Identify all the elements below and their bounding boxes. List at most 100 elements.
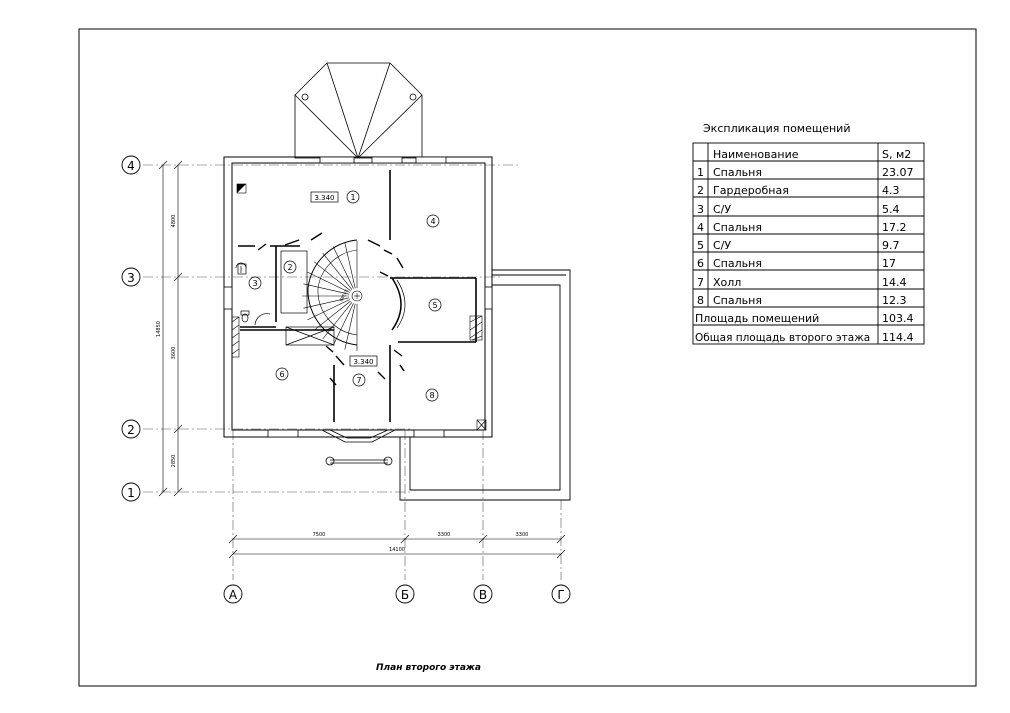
interior-wall-ticks xyxy=(257,232,405,386)
axis-marker-g xyxy=(551,584,571,604)
room-row-num: 7 xyxy=(697,276,704,289)
dim-vertical-2: 3600 xyxy=(171,347,177,360)
room-row-area: 9.7 xyxy=(882,239,900,252)
dim-horizontal-total: 14100 xyxy=(389,547,405,553)
stair-tread xyxy=(322,302,353,340)
room-row-num: 4 xyxy=(697,221,704,234)
windows xyxy=(223,156,493,438)
floor-drain-fill xyxy=(237,184,246,193)
horizontal-dimensions xyxy=(228,534,566,559)
axis-col-markers: А Б В Г xyxy=(223,584,571,604)
stair-tread xyxy=(313,261,351,292)
room-row-name: Спальня xyxy=(713,221,762,234)
room-row-name: Спальня xyxy=(713,294,762,307)
room-table-header-name: Наименование xyxy=(713,148,799,161)
room-marker-7: 7 xyxy=(356,376,361,385)
spiral-staircase xyxy=(302,239,363,351)
room-row-num: 6 xyxy=(697,257,704,270)
axis-marker-a xyxy=(223,584,243,604)
room-total-value: 103.4 xyxy=(882,312,914,325)
shaft xyxy=(285,326,335,346)
room-row-num: 1 xyxy=(697,166,704,179)
stair-tread xyxy=(303,297,350,309)
dim-vertical-3: 2850 xyxy=(171,455,177,468)
room-markers: 1 2 3 4 5 6 7 8 xyxy=(248,190,442,402)
corner-vent xyxy=(476,419,487,431)
axis-marker-b xyxy=(395,584,415,604)
axis-label-3: 3 xyxy=(127,271,135,285)
room-row-area: 23.07 xyxy=(882,166,914,179)
room-row-num: 8 xyxy=(697,294,704,307)
room-row-name: Спальня xyxy=(713,257,762,270)
room-row-name: С/У xyxy=(713,203,731,216)
room-table-rows: 1 Спальня 23.07 2 Гардеробная 4.3 3 С/У … xyxy=(695,166,914,344)
room-row-num: 2 xyxy=(697,184,704,197)
stair-tread xyxy=(332,303,354,346)
room-total-label: Площадь помещений xyxy=(695,312,819,325)
axis-label-1: 1 xyxy=(127,486,135,500)
room-marker-3: 3 xyxy=(252,279,257,288)
bathroom-fixtures xyxy=(235,262,271,326)
sheet-frame xyxy=(78,28,977,687)
room-marker-8: 8 xyxy=(429,391,434,400)
floor-total-label: Общая площадь второго этажа xyxy=(695,332,870,344)
dim-horizontal-3: 3300 xyxy=(516,532,529,538)
room-row-num: 5 xyxy=(697,239,704,252)
room-marker-5: 5 xyxy=(432,301,437,310)
room-row-num: 3 xyxy=(697,203,704,216)
stair-tread xyxy=(332,246,354,289)
curved-partition xyxy=(391,277,402,331)
room-row-name: Гардеробная xyxy=(713,184,789,197)
dim-vertical-1: 4800 xyxy=(171,215,177,228)
stair-tread xyxy=(344,242,356,289)
room-row-area: 17.2 xyxy=(882,221,907,234)
interior-walls xyxy=(238,170,477,422)
dim-vertical-total: 14850 xyxy=(156,321,162,337)
vertical-dimensions xyxy=(158,160,183,497)
stair-label: ВВЕРХ xyxy=(338,288,349,302)
axis-label-a: А xyxy=(229,588,238,602)
terrace xyxy=(399,269,571,501)
axis-lines xyxy=(143,164,562,580)
room-row-name: Спальня xyxy=(713,166,762,179)
curved-partition-inner xyxy=(396,279,406,329)
plan-title: План второго этажа xyxy=(376,663,481,673)
stair-tread xyxy=(307,299,350,321)
wardrobe-outline xyxy=(280,250,308,314)
room-marker-1: 1 xyxy=(350,193,355,202)
axis-marker-4 xyxy=(121,155,141,175)
level-mark-2: 3.340 xyxy=(349,355,378,367)
room-row-area: 5.4 xyxy=(882,203,900,216)
bay-roof xyxy=(294,62,423,159)
axis-label-2: 2 xyxy=(127,423,135,437)
room-row-name: С/У xyxy=(713,239,731,252)
room-table-title: Экспликация помещений xyxy=(703,122,851,135)
room-row-area: 12.3 xyxy=(882,294,907,307)
axis-marker-2 xyxy=(121,419,141,439)
axis-row-markers: 4 3 2 1 xyxy=(121,155,141,502)
axis-label-b: Б xyxy=(401,588,409,602)
room-marker-6: 6 xyxy=(279,370,284,379)
room-table-header-area: S, м2 xyxy=(882,148,911,161)
entrance-bay xyxy=(321,429,396,466)
stair-tread xyxy=(307,271,350,293)
room-row-area: 17 xyxy=(882,257,896,270)
room-row-area: 4.3 xyxy=(882,184,900,197)
room-marker-2: 2 xyxy=(287,263,292,272)
axis-label-g: Г xyxy=(557,588,564,602)
axis-label-4: 4 xyxy=(127,159,135,173)
axis-marker-1 xyxy=(121,482,141,502)
axis-marker-v xyxy=(473,584,493,604)
room-row-name: Холл xyxy=(713,276,741,289)
level-mark-1-text: 3.340 xyxy=(314,194,334,202)
dim-horizontal-1: 7500 xyxy=(313,532,326,538)
dim-horizontal-2: 3300 xyxy=(438,532,451,538)
stair-tread xyxy=(344,303,356,350)
axis-label-v: В xyxy=(479,588,487,602)
stair-tread xyxy=(322,252,353,290)
level-mark-2-text: 3.340 xyxy=(353,358,373,366)
room-row-area: 14.4 xyxy=(882,276,907,289)
axis-marker-3 xyxy=(121,267,141,287)
room-table-grid xyxy=(692,142,925,345)
room-marker-4: 4 xyxy=(430,217,435,226)
